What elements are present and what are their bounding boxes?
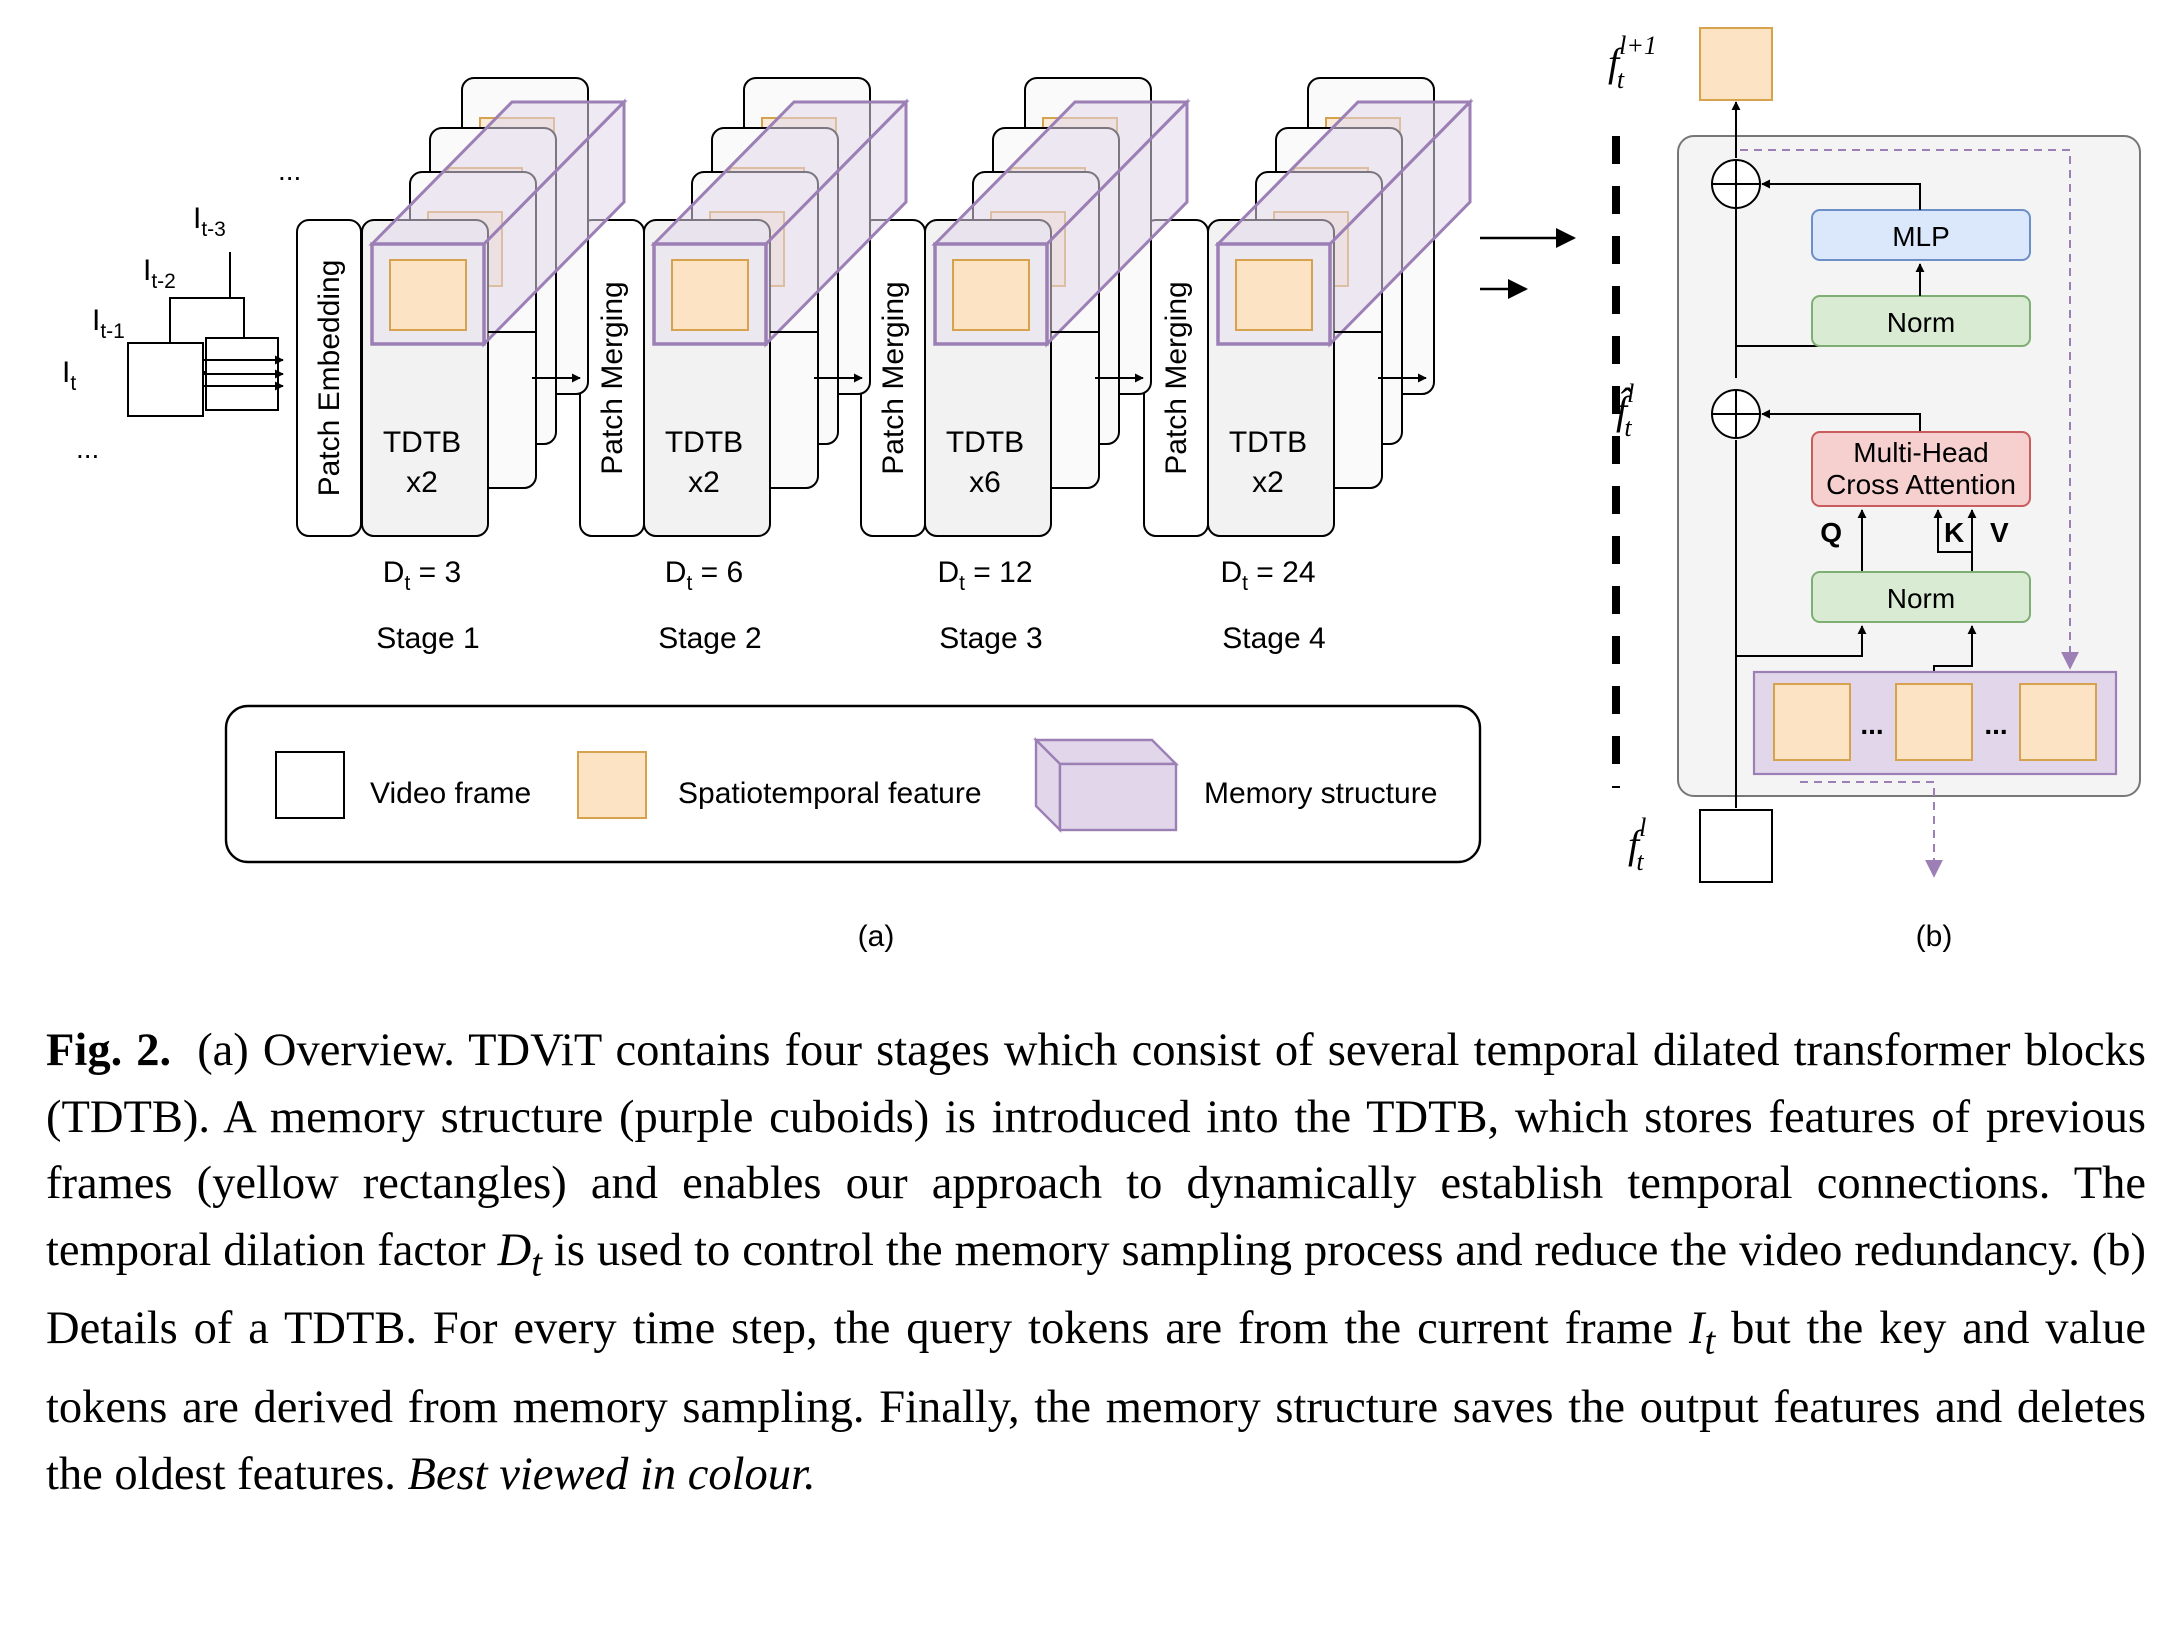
patch-embedding-label: Patch Embedding [313, 260, 346, 497]
dilation-factor-label: Dt = 6 [665, 556, 743, 595]
current-feature [671, 259, 749, 331]
frames-ellipsis-top: ... [278, 155, 301, 186]
legend-video-frame-swatch [275, 751, 345, 819]
residual-add-1 [1711, 389, 1761, 439]
caption-text-3: but the key and value tokens are derived… [46, 1303, 2146, 1500]
input-frames: It It-1 It-2 It-3 ... ... [62, 155, 301, 464]
stage-name: Stage 4 [1222, 622, 1325, 655]
memory-feature-2 [1895, 683, 1973, 761]
memory-feature-1 [1773, 683, 1851, 761]
panel-label-a: (a) [858, 920, 895, 953]
stage-2: TDTB x2 Dt = 6 Stage 2 [643, 77, 910, 655]
attention-label-line2: Cross Attention [1826, 469, 2016, 500]
tdtb-label: TDTB [665, 426, 743, 459]
caption-label: Fig. 2. [46, 1025, 172, 1076]
residual-add-2 [1711, 159, 1761, 209]
norm-bottom-label: Norm [1887, 583, 1955, 614]
input-feature [1699, 809, 1773, 883]
frame-label-t-3: It-3 [193, 202, 226, 241]
stage-name: Stage 3 [939, 622, 1042, 655]
frame-label-t-1: It-1 [92, 304, 125, 343]
tdtb-multiplier: x6 [969, 466, 1001, 499]
query-label: Q [1820, 517, 1842, 548]
stage-3: TDTB x6 Dt = 12 Stage 3 [924, 77, 1191, 655]
video-frame-current [127, 342, 204, 417]
panel-label-b: (b) [1916, 920, 1953, 953]
dilation-factor-label: Dt = 3 [383, 556, 461, 595]
current-feature [389, 259, 467, 331]
memory-ellipsis-2: ... [1984, 709, 2007, 740]
tdtb-label: TDTB [383, 426, 461, 459]
multi-head-cross-attention-block [1811, 431, 2031, 507]
mlp-label: MLP [1892, 221, 1950, 252]
stage-4: TDTB x2 Dt = 24 Stage 4 [1207, 77, 1474, 655]
value-label: V [1990, 517, 2009, 548]
stage-name: Stage 1 [376, 622, 479, 655]
legend-memory-cuboid [1033, 737, 1179, 833]
caption-it-symbol: It [1688, 1303, 1716, 1363]
legend-feature-swatch [577, 751, 647, 819]
dilation-factor-label: Dt = 12 [937, 556, 1032, 595]
patch-merging-label-1: Patch Merging [596, 281, 629, 474]
current-feature [1235, 259, 1313, 331]
patch-merging-block-3: Patch Merging [1143, 219, 1209, 537]
memory-feature-3 [2019, 683, 2097, 761]
figure-caption: Fig. 2.(a) Overview. TDViT contains four… [46, 1018, 2146, 1508]
memory-ellipsis-1: ... [1860, 709, 1883, 740]
legend-video-frame: Video frame [370, 777, 531, 810]
patch-merging-label-3: Patch Merging [1160, 281, 1193, 474]
frame-label-t-2: It-2 [143, 254, 176, 293]
caption-text-1: (a) Overview. TDViT contains four stages… [46, 1025, 2146, 1276]
tdtb-label: TDTB [946, 426, 1024, 459]
legend-spatiotemporal-feature: Spatiotemporal feature [678, 777, 982, 810]
current-feature [952, 259, 1030, 331]
patch-merging-label-2: Patch Merging [877, 281, 910, 474]
stage-name: Stage 2 [658, 622, 761, 655]
dilation-factor-label: Dt = 24 [1220, 556, 1315, 595]
frames-ellipsis-bottom: ... [76, 433, 99, 464]
caption-best-viewed: Best viewed in colour. [407, 1448, 816, 1500]
frame-label-t: It [62, 356, 76, 395]
tdtb-multiplier: x2 [688, 466, 720, 499]
attention-label-line1: Multi-Head [1853, 437, 1988, 468]
patch-merging-block-1: Patch Merging [579, 219, 645, 537]
patch-embedding-block: Patch Embedding [296, 219, 362, 537]
patch-merging-block-2: Patch Merging [860, 219, 926, 537]
tdvit-architecture-diagram: It It-1 It-2 It-3 ... ... Patch Embeddin… [62, 27, 2141, 953]
caption-text-2: is used to control the memory sampling p… [46, 1224, 2146, 1355]
legend: Video frame Spatiotemporal feature Memor… [224, 704, 1482, 864]
tdtb-label: TDTB [1229, 426, 1307, 459]
output-feature [1699, 27, 1773, 101]
norm-top-label: Norm [1887, 307, 1955, 338]
caption-dt-symbol: Dt [497, 1224, 542, 1284]
tdtb-multiplier: x2 [1252, 466, 1284, 499]
norm-block-bottom [1811, 571, 2031, 623]
tdtb-multiplier: x2 [406, 466, 438, 499]
panel-a-overview: It It-1 It-2 It-3 ... ... Patch Embeddin… [62, 77, 1576, 953]
key-label: K [1944, 517, 1964, 548]
memory-save-arrow [1740, 149, 2079, 670]
memory-delete-arrow [1800, 781, 1943, 878]
stage-1: TDTB x2 Dt = 3 Stage 1 [361, 77, 628, 655]
legend-memory-structure: Memory structure [1204, 777, 1437, 810]
